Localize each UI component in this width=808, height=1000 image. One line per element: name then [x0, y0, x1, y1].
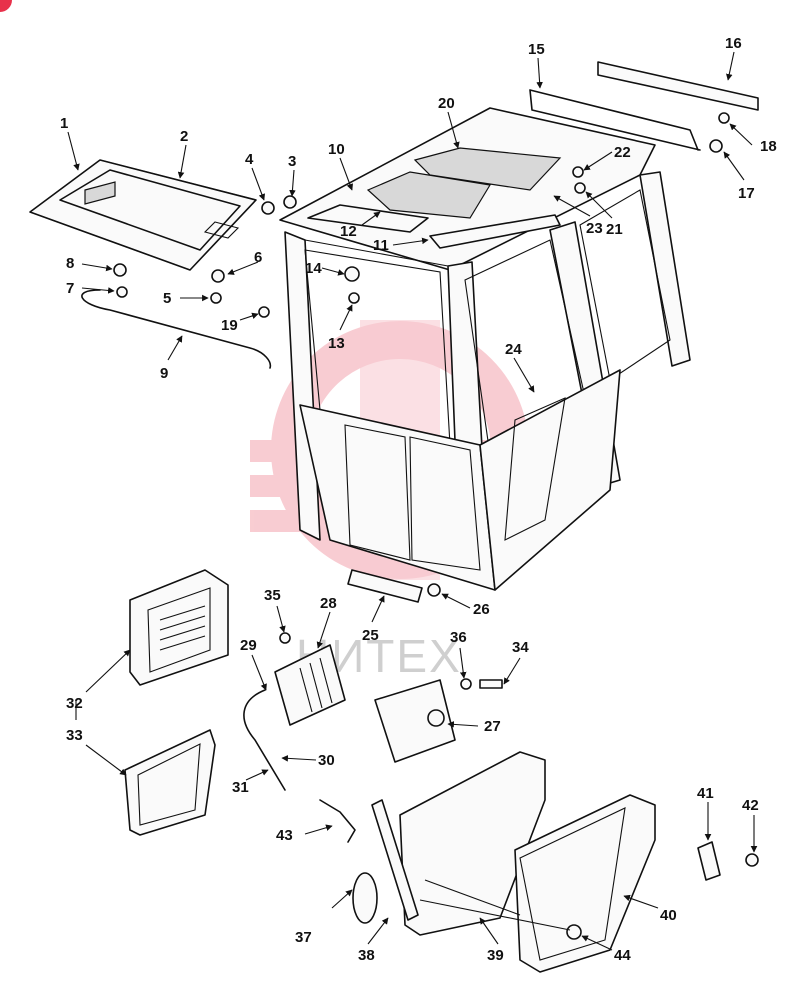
callout-34: 34: [512, 639, 529, 656]
callout-33: 33: [66, 727, 83, 744]
callout-35: 35: [264, 587, 281, 604]
callout-18: 18: [760, 138, 777, 155]
callout-22: 22: [614, 144, 631, 161]
callout-17: 17: [738, 185, 755, 202]
callout-7: 7: [66, 280, 74, 297]
heater-hose-part: [243, 689, 286, 791]
callout-2: 2: [180, 128, 188, 145]
mount-plate-part: [347, 569, 423, 603]
callout-labels: 1 2 3 4 5 6 7 8 9 10 11 12 13 14 15 16 1…: [60, 35, 777, 964]
callout-14: 14: [305, 260, 322, 277]
callout-38: 38: [358, 947, 375, 964]
callout-8: 8: [66, 255, 74, 272]
trim-strip-part: [529, 89, 701, 151]
latch-part: [697, 841, 721, 881]
callout-31: 31: [232, 779, 249, 796]
roof-bracket-part: [597, 61, 759, 111]
callout-1: 1: [60, 115, 68, 132]
fasteners-left: [113, 195, 297, 318]
callout-25: 25: [362, 627, 379, 644]
callout-11: 11: [373, 237, 389, 254]
callout-41: 41: [697, 785, 714, 802]
callout-36: 36: [450, 629, 467, 646]
callout-5: 5: [163, 290, 171, 307]
callout-9: 9: [160, 365, 168, 382]
callout-19: 19: [221, 317, 238, 334]
leader-lines: [67, 51, 758, 951]
callout-26: 26: [473, 601, 490, 618]
callout-29: 29: [240, 637, 257, 654]
callout-28: 28: [320, 595, 337, 612]
callout-43: 43: [276, 827, 293, 844]
heater-core-part: [274, 644, 346, 726]
roof-panel-part: [29, 159, 257, 271]
callout-21: 21: [606, 221, 623, 238]
callout-30: 30: [318, 752, 335, 769]
callout-32: 32: [66, 695, 83, 712]
callout-4: 4: [245, 151, 254, 168]
callout-12: 12: [340, 223, 357, 240]
callout-3: 3: [288, 153, 296, 170]
window-seal-part: [124, 729, 216, 836]
callout-39: 39: [487, 947, 504, 964]
callout-16: 16: [725, 35, 742, 52]
callout-37: 37: [295, 929, 312, 946]
side-window-part: [129, 569, 229, 686]
callout-6: 6: [254, 249, 262, 266]
callout-27: 27: [484, 718, 501, 735]
callout-23: 23: [586, 220, 603, 237]
callout-15: 15: [528, 41, 545, 58]
cab-frame-part: [279, 107, 691, 591]
bracket-part: [319, 799, 356, 843]
callout-24: 24: [505, 341, 522, 358]
rubber-strip-part: [81, 289, 272, 369]
callout-13: 13: [328, 335, 345, 352]
corner-badge: [0, 0, 12, 12]
callout-10: 10: [328, 141, 345, 158]
callout-42: 42: [742, 797, 759, 814]
callout-20: 20: [438, 95, 455, 112]
blower-housing-part: [374, 679, 456, 763]
callout-40: 40: [660, 907, 677, 924]
callout-44: 44: [614, 947, 631, 964]
